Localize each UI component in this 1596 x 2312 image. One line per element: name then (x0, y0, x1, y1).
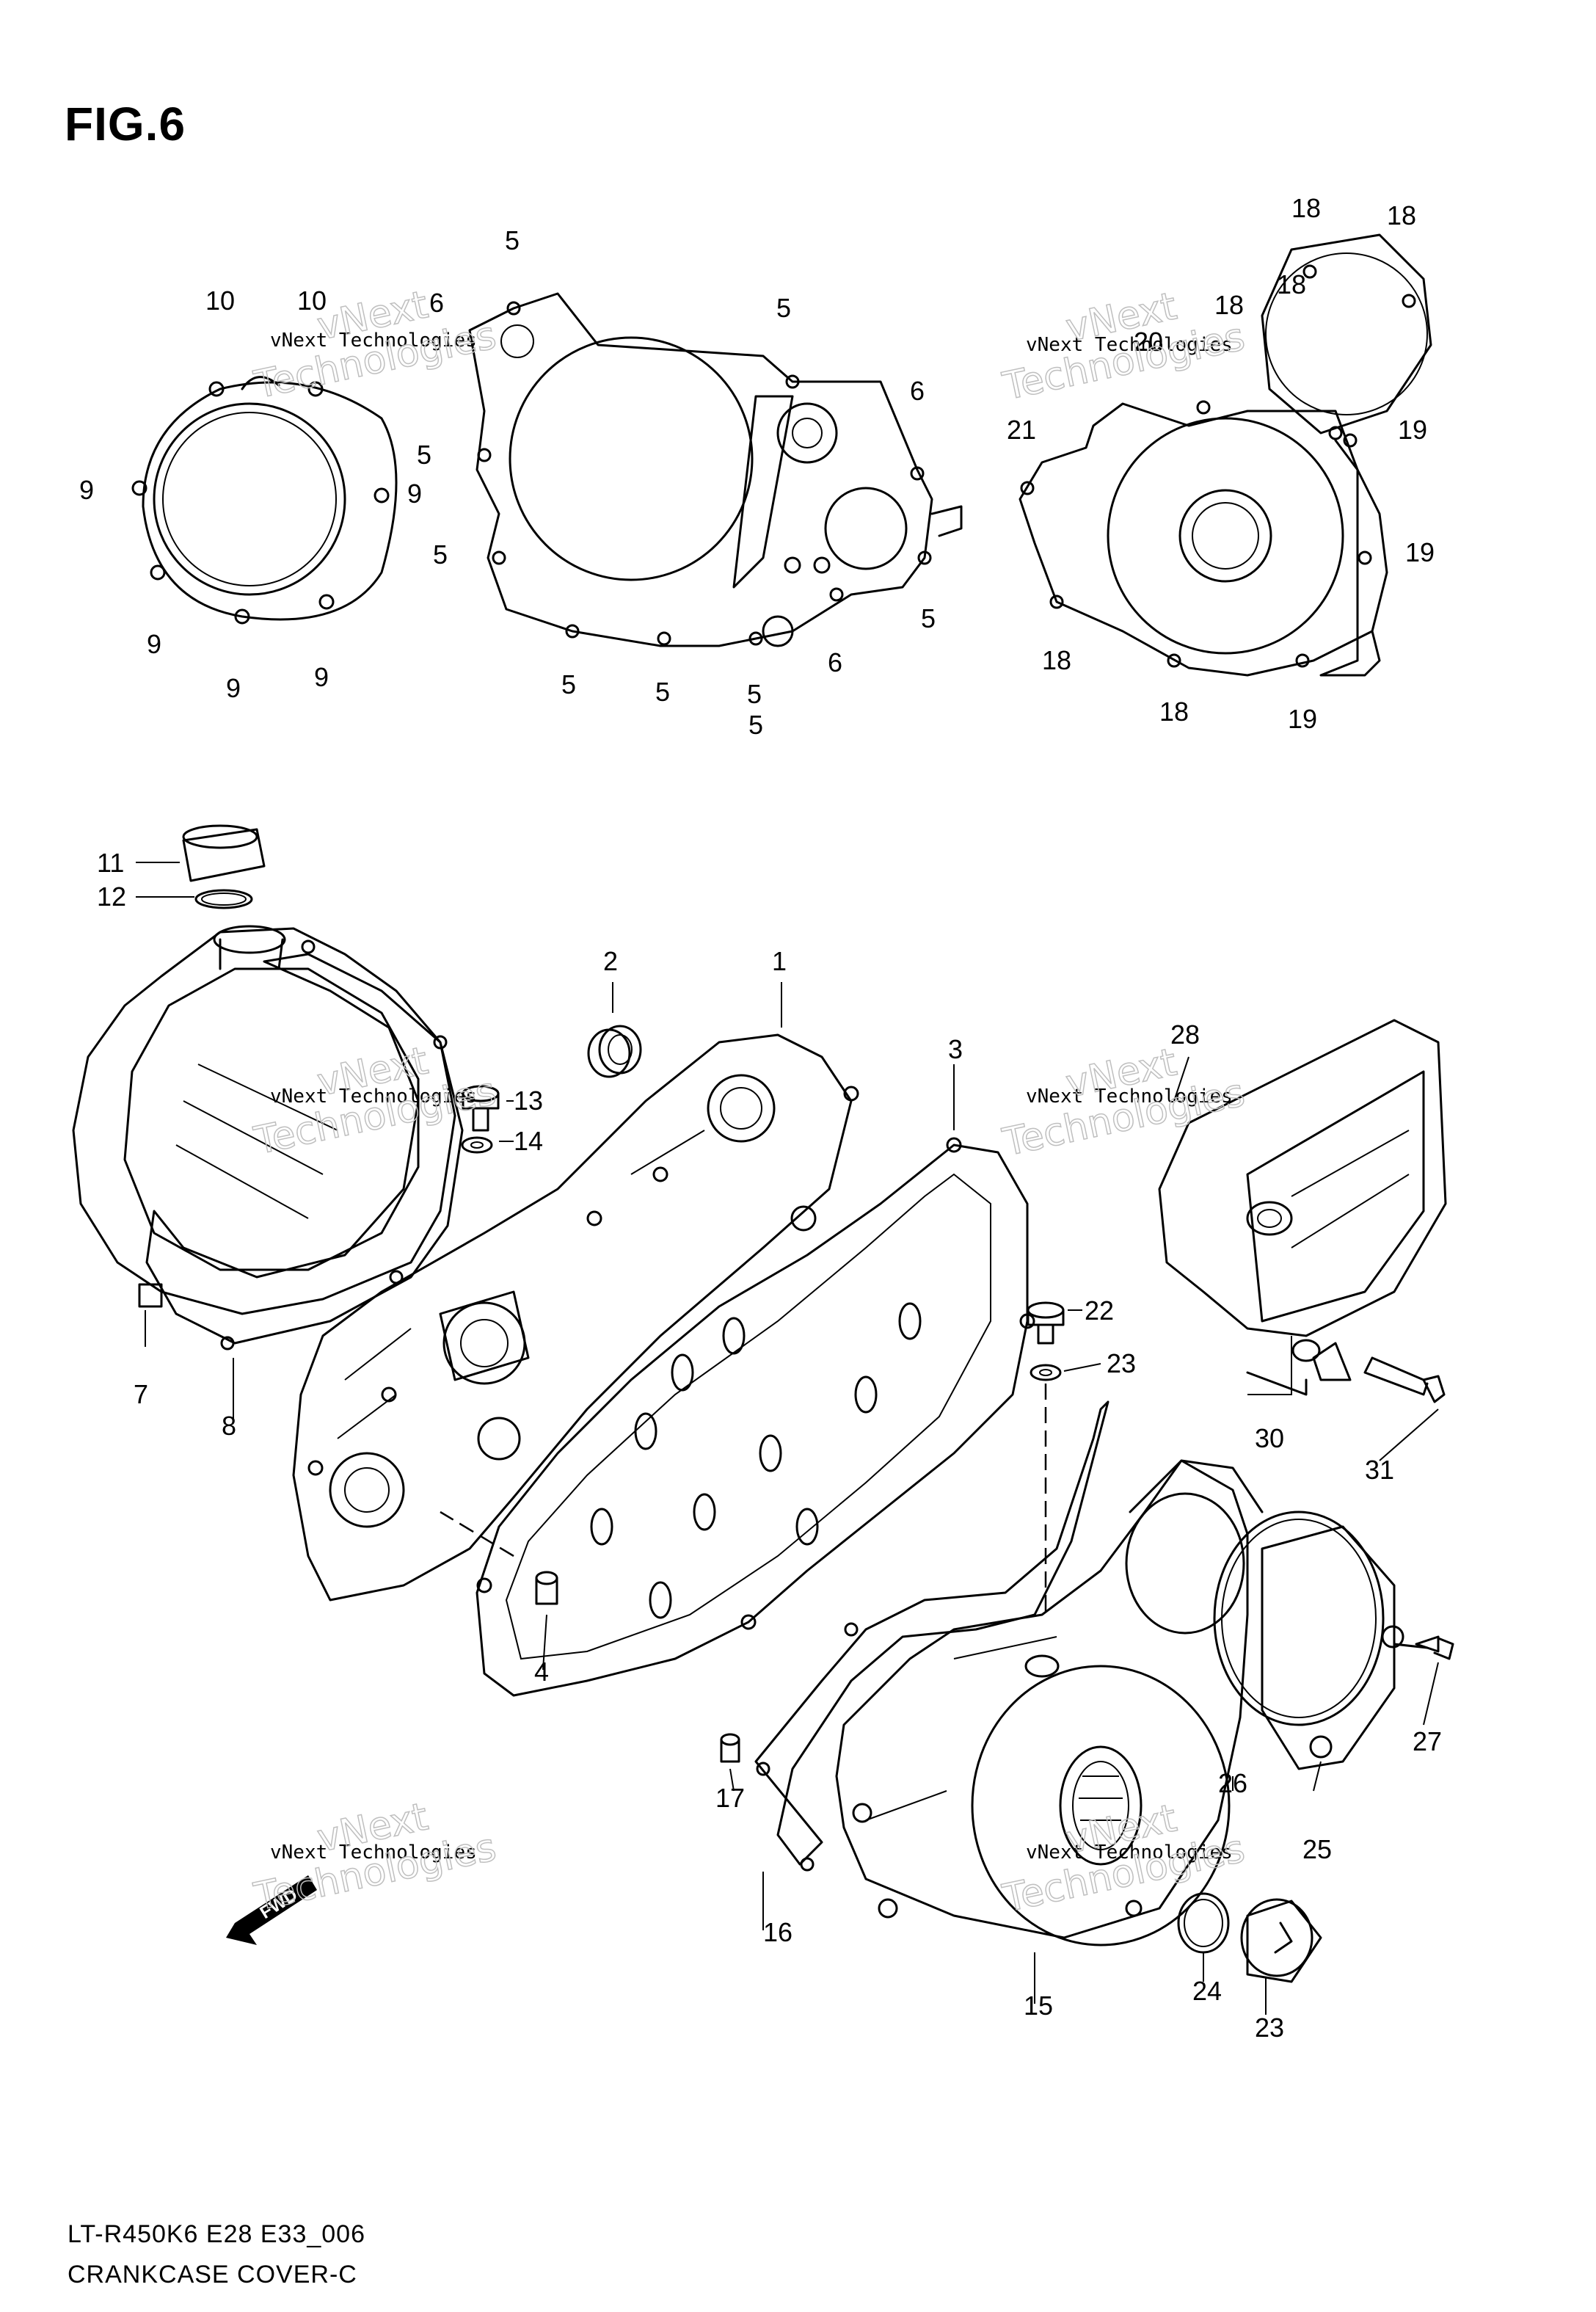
callout-6b: 6 (910, 376, 925, 406)
callout-5b: 5 (776, 293, 791, 323)
callout-5g: 5 (655, 677, 670, 707)
callout-29: 28 (1170, 1019, 1200, 1050)
callout-5d: 5 (433, 539, 448, 570)
crankcase-cover-gasket (475, 1137, 1035, 1697)
generator-side-cover (1158, 1019, 1447, 1403)
leader-lines (136, 862, 1439, 2015)
callout-9d: 9 (226, 673, 241, 703)
callout-21: 21 (1007, 415, 1036, 445)
callout-12: 12 (97, 881, 126, 912)
callout-20: 20 (1134, 327, 1163, 357)
clutch-cover-gasket (145, 939, 464, 1351)
magneto-cover-top-view (1019, 233, 1432, 677)
callout-10a: 10 (205, 286, 235, 316)
watermark-small-3: vNext Technologies (270, 1086, 477, 1108)
callout-18f: 18 (1277, 269, 1306, 299)
callout-9e: 9 (314, 662, 329, 692)
watermarks: vNext Technologies vNext Technologies vN… (249, 283, 1249, 1922)
model-code: LT-R450K6 E28 E33_006 (68, 2220, 365, 2248)
crankcase-gasket-top-view (468, 292, 963, 647)
callout-9a: 9 (79, 475, 94, 505)
diagram-name: CRANKCASE COVER-C (68, 2261, 357, 2289)
figure-title: FIG.6 (65, 98, 186, 150)
callout-23: 23 (1107, 1348, 1136, 1378)
callout-24: 23 (1255, 2013, 1284, 2043)
callout-17: 17 (715, 1783, 745, 1813)
callout-5a: 5 (505, 225, 520, 255)
callout-18a: 18 (1291, 193, 1321, 223)
magneto-cover (835, 1459, 1264, 1946)
callout-28: 27 (1413, 1726, 1442, 1756)
clutch-cover-top-view (131, 376, 398, 625)
clutch-cover (72, 925, 456, 1315)
callout-5f: 5 (561, 669, 576, 699)
callout-6a: 6 (429, 288, 444, 318)
dowel-pin-magneto (720, 1733, 740, 1763)
oil-seal (587, 1025, 642, 1078)
watermark-small-5: vNext Technologies (270, 1842, 477, 1864)
callout-7: 7 (134, 1379, 148, 1409)
callout-31: 31 (1365, 1455, 1394, 1485)
inspection-cover (1213, 1511, 1454, 1770)
callout-19a: 19 (1398, 415, 1427, 445)
callout-6c: 6 (828, 647, 842, 677)
callout-8: 8 (222, 1411, 236, 1441)
callout-18d: 18 (1042, 645, 1071, 675)
callout-2: 2 (603, 946, 618, 976)
callout-27: 26 (1218, 1768, 1247, 1798)
callout-numbers: 10 10 9 9 9 9 9 5 6 5 6 5 5 5 6 5 5 5 18… (79, 193, 1442, 2043)
callout-3: 3 (948, 1034, 963, 1064)
callout-18c: 18 (1214, 290, 1244, 320)
oil-drain-plug (1027, 1301, 1065, 1615)
callout-5h: 5 (747, 679, 762, 709)
callout-16: 16 (763, 1917, 792, 1947)
callout-10b: 10 (297, 286, 327, 316)
callout-30: 30 (1255, 1423, 1284, 1453)
callout-1: 1 (772, 946, 787, 976)
inspection-plug (1177, 1892, 1322, 1983)
callout-11: 11 (97, 848, 124, 878)
callout-5c: 5 (417, 440, 431, 470)
oil-filler-cap (182, 824, 266, 909)
crankcase-cover (292, 1033, 859, 1602)
drain-bolt (461, 1085, 500, 1154)
callout-14: 14 (514, 1126, 543, 1156)
callout-22: 22 (1085, 1295, 1114, 1326)
callout-19c: 19 (1288, 704, 1317, 734)
callout-5i: 5 (748, 710, 763, 740)
watermark-small-2: vNext Technologies (1026, 334, 1233, 356)
callout-13: 13 (514, 1086, 543, 1116)
watermark-small-4: vNext Technologies (1026, 1086, 1233, 1108)
watermark-small-1: vNext Technologies (270, 330, 477, 352)
callout-25: 24 (1192, 1976, 1222, 2006)
callout-15: 15 (1024, 1991, 1053, 2021)
watermark-small-6: vNext Technologies (1026, 1842, 1233, 1864)
callout-18b: 18 (1387, 200, 1416, 230)
callout-4: 4 (534, 1657, 549, 1687)
callout-9b: 9 (407, 479, 422, 509)
callout-26: 25 (1302, 1834, 1332, 1864)
dowel-pin (440, 1511, 558, 1605)
magneto-cover-gasket (754, 1400, 1109, 1872)
callout-19b: 19 (1405, 537, 1435, 567)
callout-9c: 9 (147, 629, 161, 659)
callout-18e: 18 (1159, 697, 1189, 727)
callout-5e: 5 (921, 603, 936, 633)
